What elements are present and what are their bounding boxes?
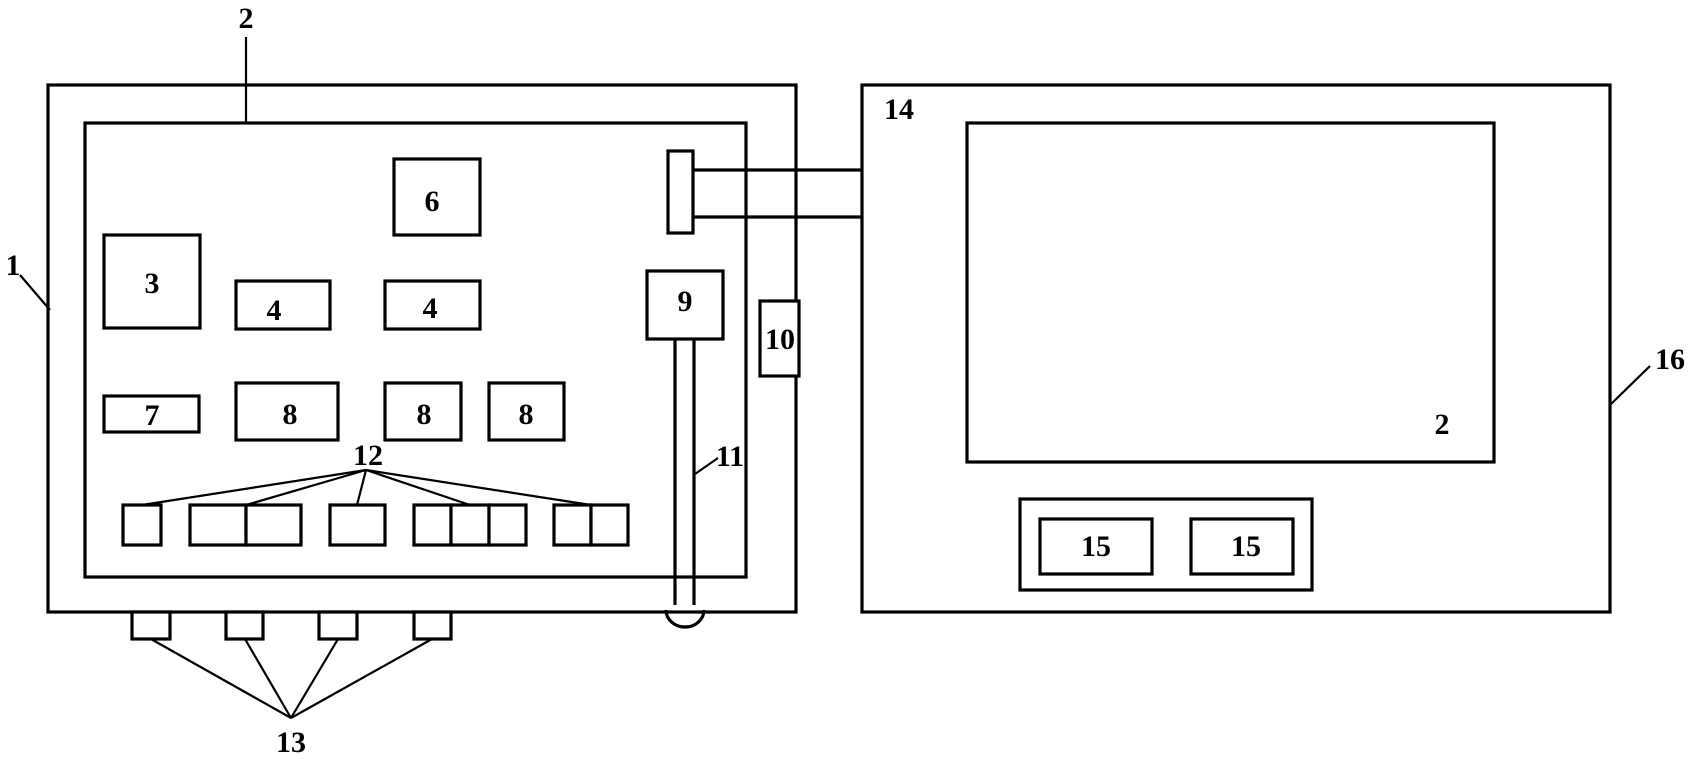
component-4a	[234, 279, 332, 331]
label-2-top: 2	[239, 2, 254, 35]
label-15b: 15	[1231, 530, 1261, 563]
connector-12-6	[449, 503, 491, 547]
component-3	[102, 233, 202, 330]
component-8c	[487, 381, 566, 442]
leader-outer-case-right	[1609, 365, 1651, 406]
label-8b: 8	[417, 398, 432, 431]
inner-board-right	[965, 121, 1496, 464]
label-7: 7	[145, 399, 160, 432]
label-3: 3	[145, 267, 160, 300]
component-15a	[1038, 517, 1154, 576]
component-6	[392, 157, 482, 237]
component-10	[758, 299, 801, 378]
connector-12-9	[589, 503, 630, 547]
label-11: 11	[716, 440, 744, 473]
label-8c: 8	[519, 398, 534, 431]
component-8b	[383, 381, 463, 442]
connector-13-4	[412, 610, 453, 641]
connector-12-8	[552, 503, 593, 547]
label-16: 16	[1655, 343, 1685, 376]
leaders-13	[150, 638, 433, 719]
component-4b	[383, 279, 482, 331]
component-9	[645, 269, 725, 341]
connector-13-3	[317, 610, 359, 641]
label-6: 6	[425, 185, 440, 218]
label-4b: 4	[423, 292, 438, 325]
leader-outer-case	[19, 274, 51, 311]
label-14: 14	[884, 93, 914, 126]
label-4a: 4	[267, 294, 282, 327]
leader-rod-11	[694, 457, 719, 475]
rod-11-loop	[664, 609, 706, 629]
connector-12-7	[487, 503, 528, 547]
label-1: 1	[6, 249, 21, 282]
label-9: 9	[678, 285, 693, 318]
label-8a: 8	[283, 398, 298, 431]
label-13: 13	[276, 726, 306, 759]
label-2-right: 2	[1435, 408, 1450, 441]
connector-12-2	[188, 503, 248, 547]
label-10: 10	[765, 323, 795, 356]
label-12: 12	[353, 439, 383, 472]
cable-plug-left	[666, 149, 695, 235]
connector-13-2	[224, 610, 265, 641]
component-8a	[234, 381, 340, 442]
label-15a: 15	[1081, 530, 1111, 563]
connector-13-1	[130, 610, 172, 641]
leaders-12	[141, 468, 592, 507]
connector-12-3	[244, 503, 303, 547]
component-7	[102, 394, 201, 434]
connector-12-4	[328, 503, 387, 547]
connector-12-5	[412, 503, 453, 547]
component-15b	[1189, 517, 1295, 576]
connector-12-1	[121, 503, 163, 547]
